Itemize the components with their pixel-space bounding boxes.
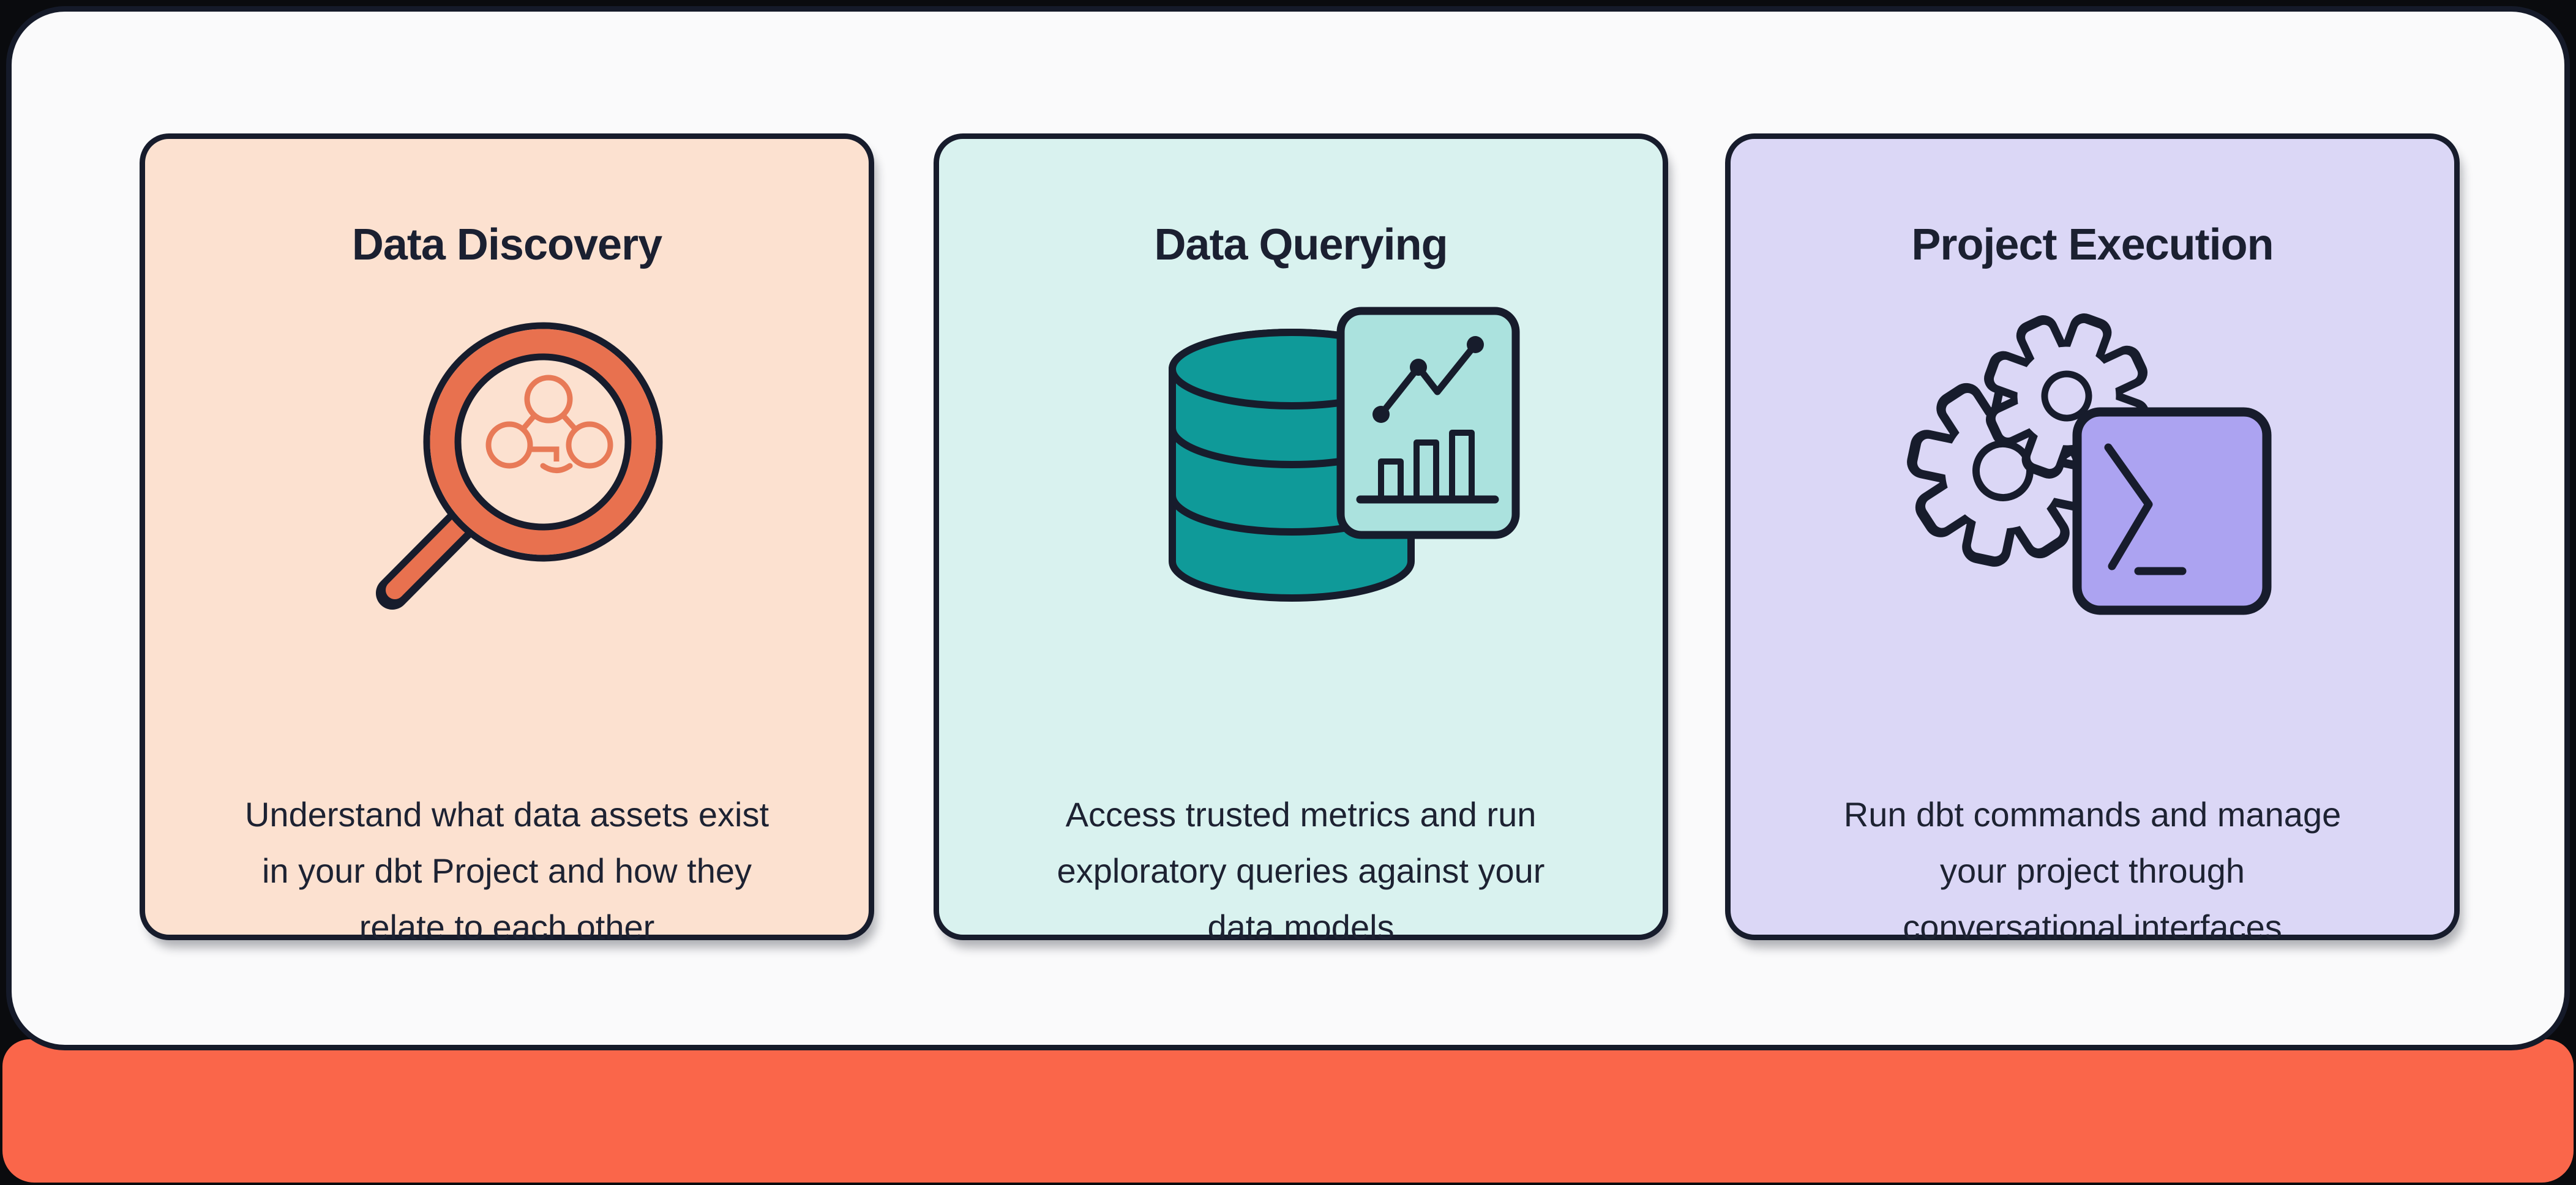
footer-bar: 3 Use Cases for the dbt MCP Server [2,1039,2574,1183]
card-title: Project Execution [1911,220,2274,269]
card-description: Run dbt commands and manage your project… [1843,795,2342,946]
magnifying-glass-lineage-icon [376,322,663,610]
card-title: Data Discovery [351,220,662,269]
card-description: Understand what data assets exist in you… [244,795,769,946]
card-title: Data Querying [1154,220,1448,269]
gears-terminal-icon [1907,313,2272,615]
database-chart-icon [1169,307,1520,602]
card-data-discovery: Data Discovery Understand what dat [140,133,874,946]
card-data-querying: Data Querying Ac [934,133,1668,946]
content-panel: Data Discovery Understand what dat [6,6,2570,1050]
card-project-execution: Project Execution [1725,133,2460,946]
card-description: Access trusted metrics and run explorato… [1057,795,1545,946]
